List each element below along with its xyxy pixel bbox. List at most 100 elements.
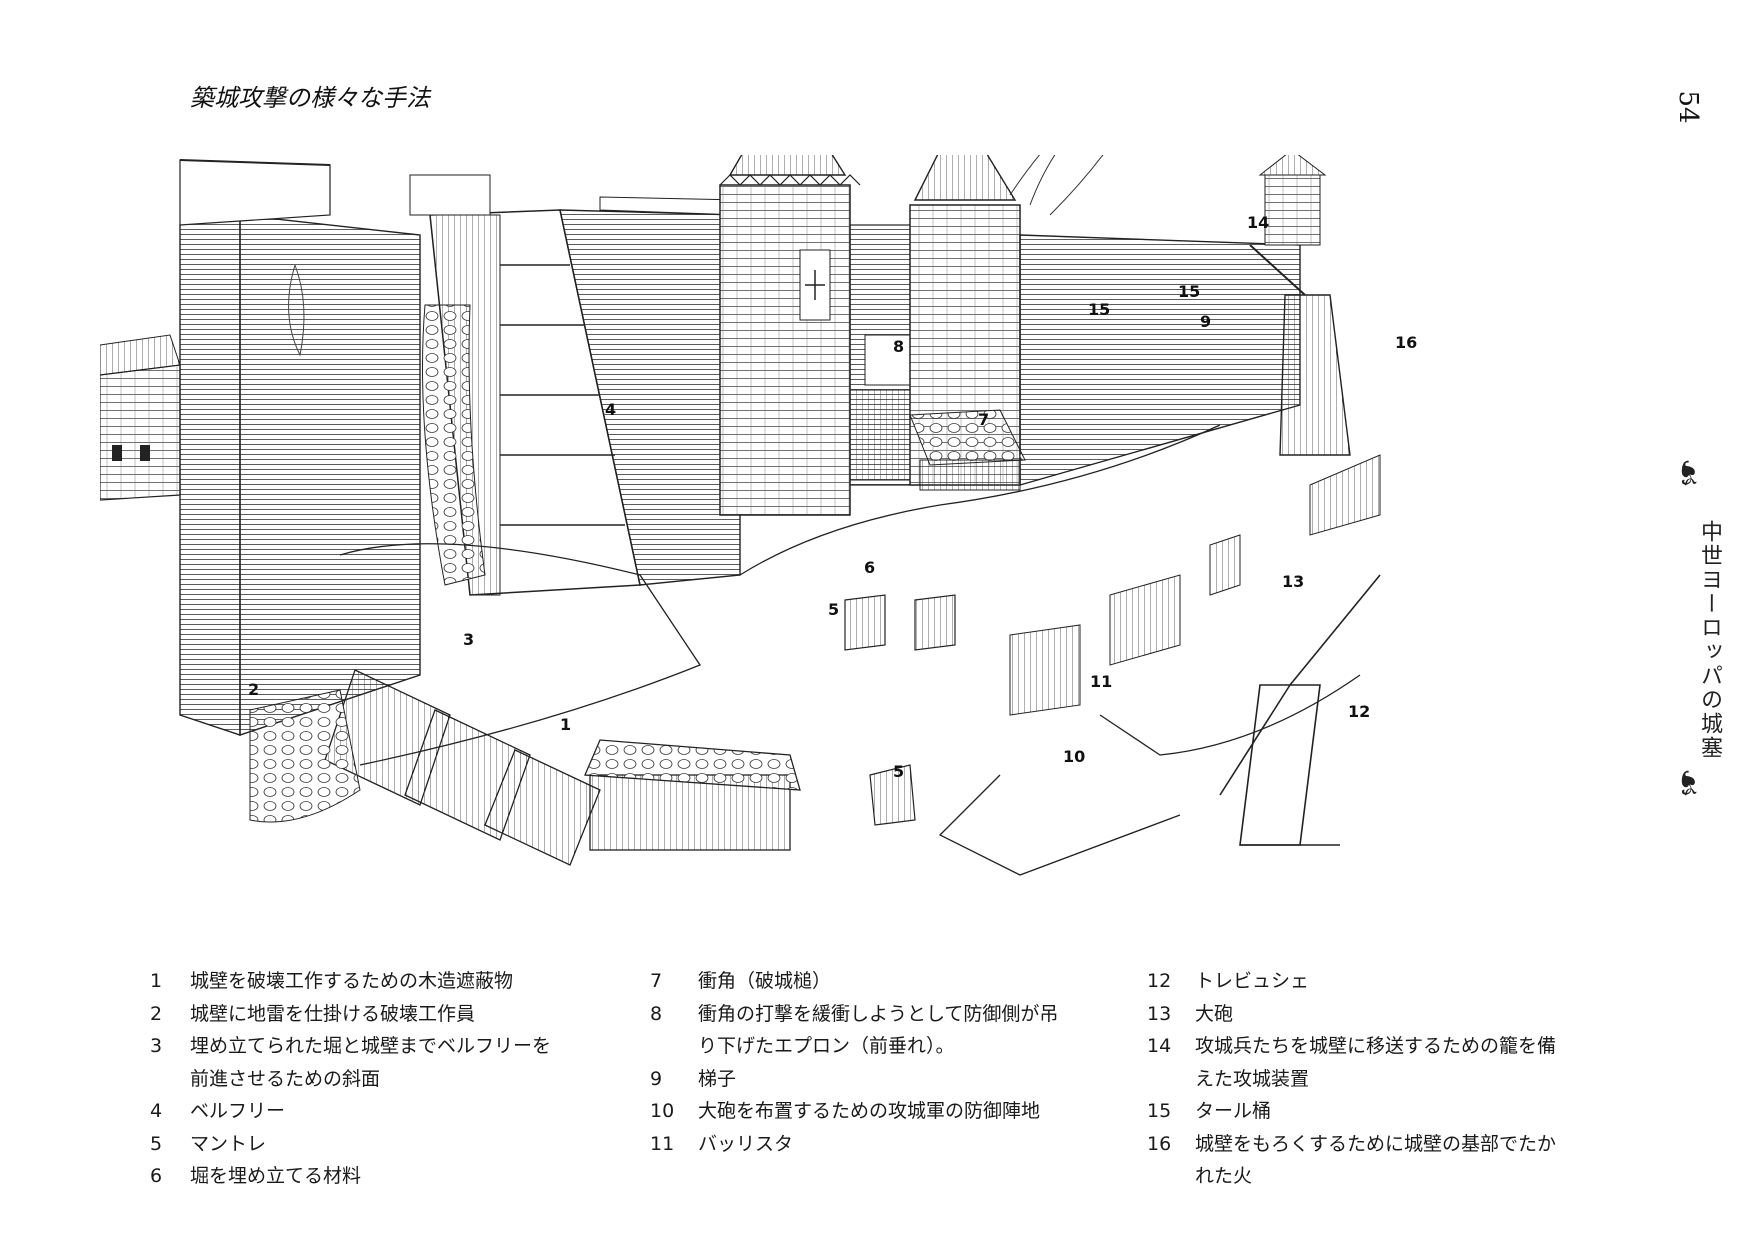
label-4: 4 bbox=[605, 400, 616, 419]
legend-number: 14 bbox=[1147, 1035, 1172, 1057]
legend-number bbox=[1147, 1063, 1195, 1096]
legend-text: 城壁を破壊工作するための木造遮蔽物 bbox=[190, 970, 514, 992]
legend-text: ベルフリー bbox=[190, 1100, 286, 1122]
legend-number bbox=[1147, 1160, 1195, 1193]
label-1: 1 bbox=[560, 715, 571, 734]
legend-item: 3 埋め立てられた堀と城壁までベルフリーを bbox=[150, 1030, 620, 1063]
gatehouse bbox=[849, 224, 921, 486]
legend-item: 14 攻城兵たちを城壁に移送するための籠を備 bbox=[1147, 1030, 1617, 1063]
legend-item: れた火 bbox=[1147, 1160, 1617, 1193]
mantlet-shields bbox=[844, 594, 956, 826]
battering-ram-shed bbox=[909, 409, 1026, 491]
legend-item: 8 衝角の打撃を緩衝しようとして防御側が吊 bbox=[650, 998, 1120, 1031]
mine-rubble bbox=[249, 689, 361, 823]
legend-number: 12 bbox=[1147, 970, 1172, 992]
legend-number: 1 bbox=[150, 970, 163, 992]
legend-item: 5 マントレ bbox=[150, 1128, 620, 1161]
label-10: 10 bbox=[1063, 747, 1085, 766]
legend-text: 前進させるための斜面 bbox=[190, 1067, 381, 1090]
legend-text: トレビュシェ bbox=[1195, 970, 1310, 992]
legend-text: り下げたエプロン（前垂れ）。 bbox=[698, 1035, 955, 1057]
label-2: 2 bbox=[248, 680, 259, 699]
legend-text: 堀を埋め立てる材料 bbox=[190, 1165, 362, 1187]
legend-text: バッリスタ bbox=[698, 1132, 794, 1155]
legend-number: 13 bbox=[1147, 1002, 1172, 1025]
label-6: 6 bbox=[864, 558, 875, 577]
legend-text: れた火 bbox=[1195, 1165, 1253, 1187]
label-9: 9 bbox=[1200, 312, 1211, 331]
fleuron-ornament-icon: ☙ bbox=[1668, 767, 1708, 799]
legend-number: 3 bbox=[150, 1035, 163, 1057]
legend-item: 6 堀を埋め立てる材料 bbox=[150, 1160, 620, 1193]
legend-number: 9 bbox=[650, 1067, 663, 1090]
illustration-labels: 1 2 3 4 5 5 6 7 8 9 10 11 12 13 14 15 15… bbox=[248, 213, 1417, 781]
legend-number: 10 bbox=[650, 1100, 675, 1122]
legend-item: 16 城壁をもろくするために城壁の基部でたか bbox=[1147, 1128, 1617, 1161]
far-building bbox=[100, 334, 181, 501]
label-8: 8 bbox=[893, 337, 904, 356]
legend-column-3: 12 トレビュシェ 13 大砲 14 攻城兵たちを城壁に移送するための籠を備 えた攻城… bbox=[1147, 965, 1617, 1193]
label-11: 11 bbox=[1090, 672, 1112, 691]
legend-item: 15 タール桶 bbox=[1147, 1095, 1617, 1128]
page-title: 築城攻撃の様々な手法 bbox=[190, 84, 430, 112]
legend-number: 5 bbox=[150, 1132, 163, 1155]
legend-item: 1 城壁を破壊工作するための木造遮蔽物 bbox=[150, 965, 620, 998]
running-head: 中世ヨーロッパの城塞 bbox=[1697, 520, 1722, 760]
legend-number: 16 bbox=[1147, 1132, 1172, 1155]
legend-item: 13 大砲 bbox=[1147, 998, 1617, 1031]
legend-column-1: 1 城壁を破壊工作するための木造遮蔽物 2 城壁に地雷を仕掛ける破壊工作員 3 埋め立… bbox=[150, 965, 620, 1193]
siege-illustration: 1 2 3 4 5 5 6 7 8 9 10 11 12 13 14 15 15… bbox=[100, 155, 1417, 876]
left-curtain-wall bbox=[179, 159, 421, 736]
legend-item: 9 梯子 bbox=[650, 1063, 1120, 1096]
legend-text: 梯子 bbox=[698, 1067, 737, 1090]
legend-number: 8 bbox=[650, 1002, 663, 1025]
trebuchet bbox=[1219, 574, 1381, 846]
mantlet-walls bbox=[1009, 454, 1381, 716]
legend-text: 衝角（破城槌） bbox=[698, 970, 832, 992]
legend-text: 大砲を布置するための攻城軍の防御陣地 bbox=[698, 1100, 1041, 1122]
legend-text: 城壁に地雷を仕掛ける破壊工作員 bbox=[190, 1002, 476, 1025]
label-15b: 15 bbox=[1088, 300, 1110, 319]
wooden-shelters bbox=[324, 669, 801, 866]
legend-number bbox=[650, 1030, 698, 1063]
legend-text: えた攻城装置 bbox=[1195, 1067, 1310, 1090]
legend-item: 2 城壁に地雷を仕掛ける破壊工作員 bbox=[150, 998, 620, 1031]
legend-number bbox=[150, 1063, 190, 1096]
label-15a: 15 bbox=[1178, 282, 1200, 301]
legend-text: 衝角の打撃を緩衝しようとして防御側が吊 bbox=[698, 1002, 1059, 1025]
label-5a: 5 bbox=[828, 600, 839, 619]
fleuron-ornament-icon: ☙ bbox=[1668, 457, 1708, 489]
right-curtain-wall bbox=[1019, 155, 1327, 486]
legend-text: 城壁をもろくするために城壁の基部でたか bbox=[1195, 1132, 1557, 1155]
label-7: 7 bbox=[978, 410, 989, 429]
legend-number: 6 bbox=[150, 1165, 163, 1187]
legend-item: えた攻城装置 bbox=[1147, 1063, 1617, 1096]
label-13: 13 bbox=[1282, 572, 1304, 591]
legend-item: 12 トレビュシェ bbox=[1147, 965, 1617, 998]
legend-number: 2 bbox=[150, 1002, 163, 1025]
legend-text: 大砲 bbox=[1195, 1002, 1234, 1025]
label-5b: 5 bbox=[893, 762, 904, 781]
legend-item: 10 大砲を布置するための攻城軍の防御陣地 bbox=[650, 1095, 1120, 1128]
legend-item: 11 バッリスタ bbox=[650, 1128, 1120, 1161]
legend-number: 4 bbox=[150, 1100, 163, 1122]
legend-text: マントレ bbox=[190, 1132, 267, 1155]
legend-text: 埋め立てられた堀と城壁までベルフリーを bbox=[190, 1035, 552, 1057]
page-number: 54 bbox=[1673, 90, 1703, 124]
legend-number: 7 bbox=[650, 970, 663, 992]
legend-item: り下げたエプロン（前垂れ）。 bbox=[650, 1030, 1120, 1063]
legend-text: タール桶 bbox=[1195, 1100, 1272, 1122]
legend-text: 攻城兵たちを城壁に移送するための籠を備 bbox=[1195, 1035, 1557, 1057]
smoke-plume bbox=[1009, 155, 1104, 216]
label-3: 3 bbox=[463, 630, 474, 649]
legend-item: 前進させるための斜面 bbox=[150, 1063, 620, 1096]
legend-item: 7 衝角（破城槌） bbox=[650, 965, 1120, 998]
label-16: 16 bbox=[1395, 333, 1417, 352]
legend-number: 11 bbox=[650, 1132, 675, 1155]
legend-column-2: 7 衝角（破城槌） 8 衝角の打撃を緩衝しようとして防御側が吊 り下げたエプロン（前… bbox=[650, 965, 1120, 1160]
legend-item: 4 ベルフリー bbox=[150, 1095, 620, 1128]
label-12: 12 bbox=[1348, 702, 1370, 721]
label-14: 14 bbox=[1247, 213, 1269, 232]
legend: 1 城壁を破壊工作するための木造遮蔽物 2 城壁に地雷を仕掛ける破壊工作員 3 埋め立… bbox=[0, 965, 1750, 1225]
legend-number: 15 bbox=[1147, 1100, 1172, 1122]
